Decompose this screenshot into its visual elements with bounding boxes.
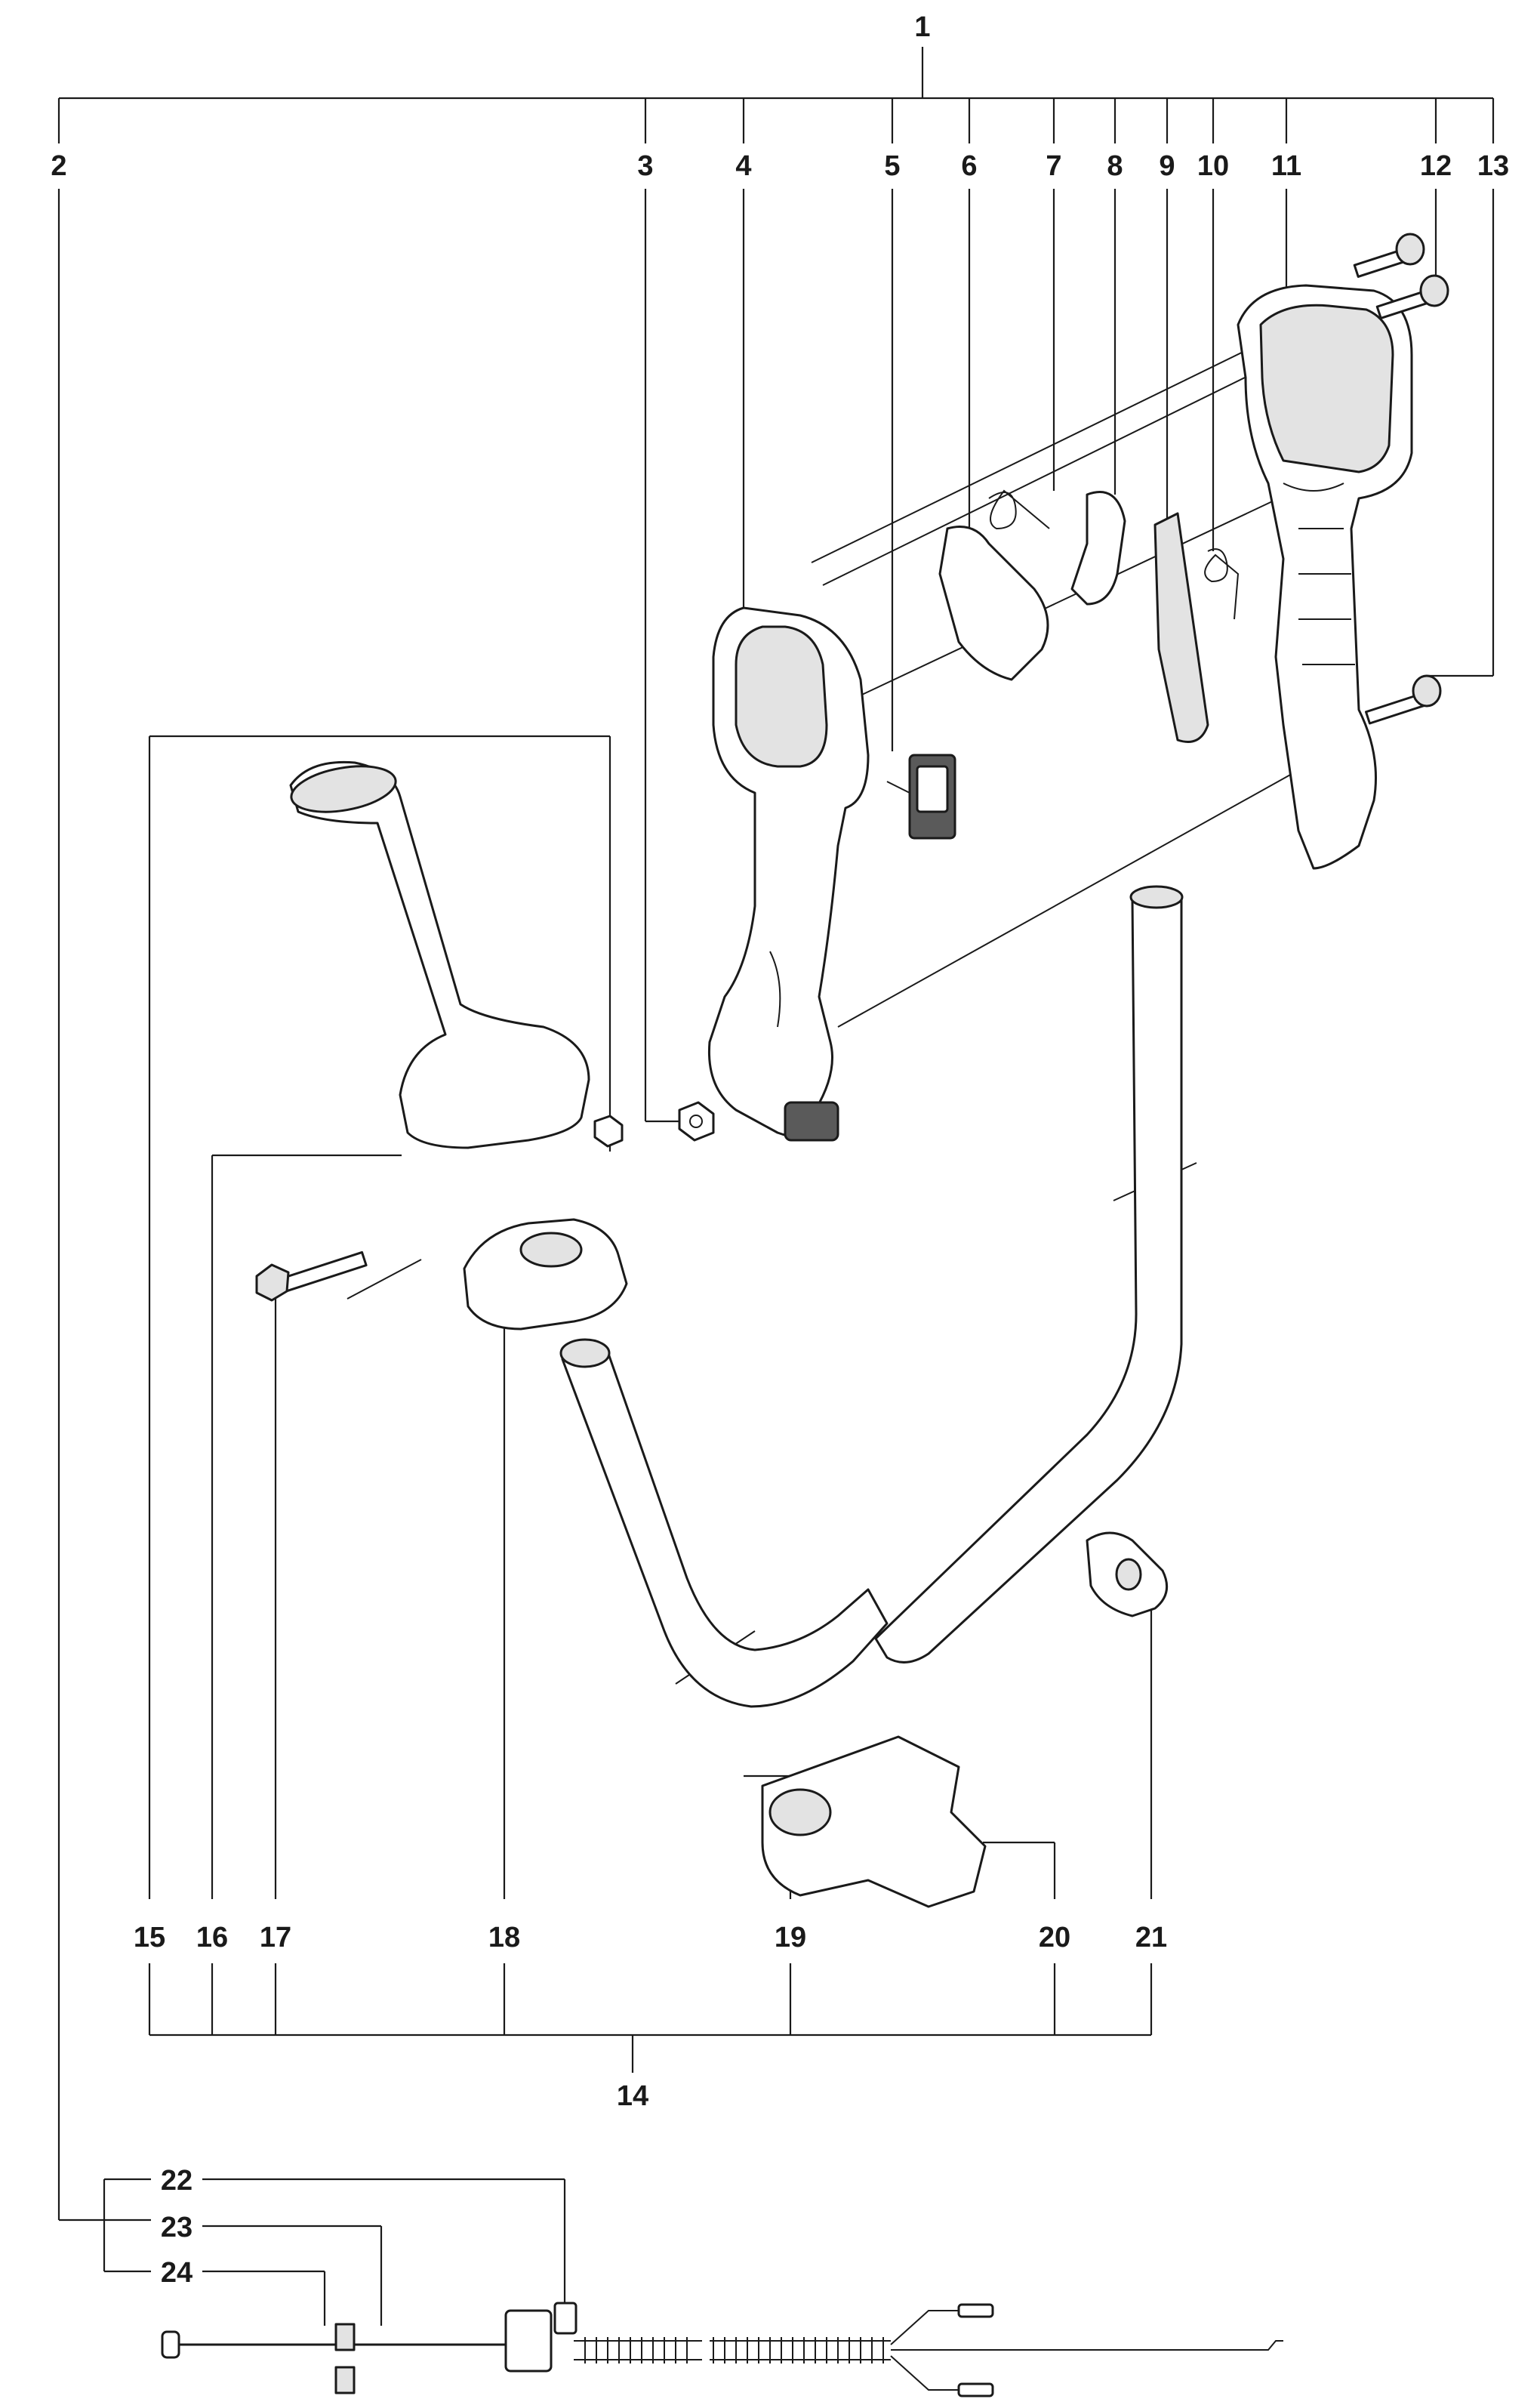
label-16: 16 — [196, 1922, 228, 1953]
label-8: 8 — [1107, 150, 1123, 182]
bolt-item-17 — [255, 1250, 368, 1302]
label-21: 21 — [1135, 1922, 1167, 1953]
part-labels: 1 2 3 4 5 6 7 8 9 10 11 12 13 14 15 16 1… — [51, 11, 1509, 2289]
label-22: 22 — [161, 2165, 192, 2197]
label-20: 20 — [1039, 1922, 1070, 1953]
screws-item-12 — [1353, 233, 1449, 319]
label-6: 6 — [961, 150, 977, 182]
label-10: 10 — [1197, 150, 1229, 182]
label-4: 4 — [735, 150, 751, 182]
label-12: 12 — [1420, 150, 1452, 182]
cable-guide-item-21 — [1086, 1531, 1169, 1617]
label-13: 13 — [1477, 150, 1509, 182]
label-2: 2 — [51, 150, 66, 182]
wire-harness-items-22-24 — [161, 2302, 1283, 2397]
nut-item-3 — [678, 1101, 715, 1142]
label-23: 23 — [161, 2212, 192, 2243]
label-17: 17 — [260, 1922, 291, 1953]
handle-tube-item-19 — [559, 885, 1184, 1708]
label-24: 24 — [161, 2257, 192, 2289]
label-7: 7 — [1046, 150, 1061, 182]
left-handle-grip-item-15 — [289, 760, 624, 1149]
housing-item-11 — [1237, 284, 1413, 870]
handle-body-item-4 — [707, 606, 870, 1142]
clamp-item-18 — [463, 1218, 628, 1331]
bracket-item-20 — [761, 1735, 987, 1908]
screw-item-13 — [1364, 674, 1442, 725]
label-18: 18 — [488, 1922, 520, 1953]
label-9: 9 — [1159, 150, 1175, 182]
label-5: 5 — [884, 150, 900, 182]
throttle-parts-items-5-10 — [908, 489, 1240, 840]
label-14: 14 — [617, 2080, 648, 2112]
label-15: 15 — [134, 1922, 165, 1953]
label-3: 3 — [637, 150, 653, 182]
label-19: 19 — [775, 1922, 806, 1953]
label-11: 11 — [1271, 150, 1301, 182]
label-1: 1 — [914, 11, 930, 43]
